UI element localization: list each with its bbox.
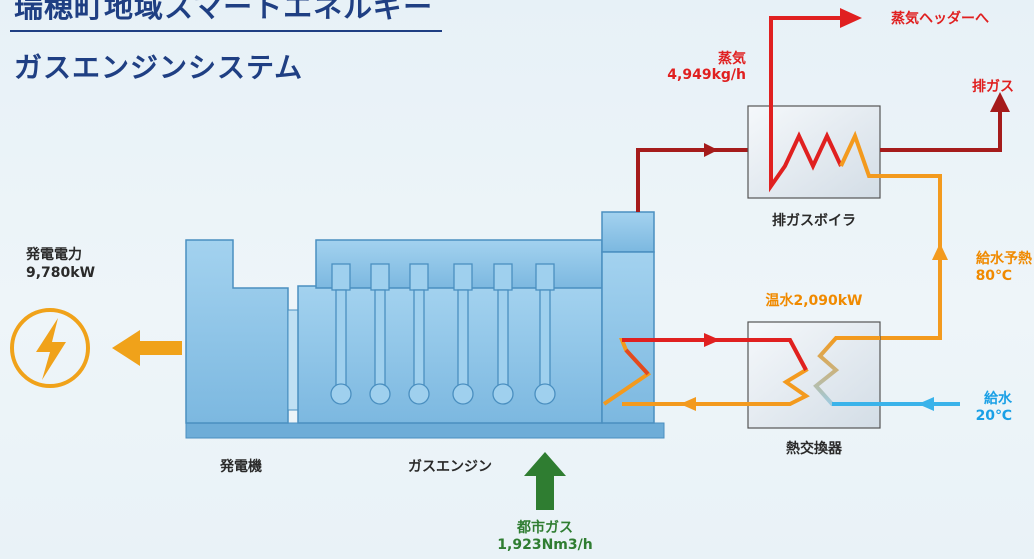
city-gas-value: 1,923Nm3/h xyxy=(497,537,593,553)
feedwater-label: 給水 xyxy=(984,391,1012,407)
hot-water-label: 温水2,090kW xyxy=(765,293,863,309)
feedwater-preheat-temp: 80℃ xyxy=(975,268,1012,284)
feedwater-preheat-pipe xyxy=(839,130,942,340)
feedwater-flow-arrow xyxy=(918,397,934,411)
feedwater-coil xyxy=(813,336,960,406)
exhaust-outlet-pipe xyxy=(880,92,1010,152)
hot-water-loop xyxy=(602,338,810,406)
power-output-arrow xyxy=(112,330,182,366)
return-water-flow-arrow xyxy=(680,397,696,411)
preheat-flow-arrow xyxy=(932,243,948,260)
steam-value: 4,949kg/h xyxy=(667,67,746,83)
power-output-label: 発電電力 xyxy=(26,247,82,263)
exhaust-gas-label: 排ガス xyxy=(972,79,1014,95)
title-divider xyxy=(10,30,442,32)
lightning-bolt-icon xyxy=(10,308,90,388)
generator-label: 発電機 xyxy=(220,459,262,475)
heat-exchanger-label: 熱交換器 xyxy=(786,441,842,457)
city-gas-arrow xyxy=(524,452,566,510)
steam-header-label: 蒸気ヘッダーへ xyxy=(891,11,989,27)
feedwater-preheat-label: 給水予熱 xyxy=(976,251,1032,267)
feedwater-temp: 20℃ xyxy=(975,408,1012,424)
city-gas-label: 都市ガス xyxy=(517,520,573,536)
gas-engine-label: ガスエンジン xyxy=(408,459,492,475)
engine-generator-unit xyxy=(185,211,665,439)
power-output-value: 9,780kW xyxy=(26,265,96,281)
hot-water-flow-arrow xyxy=(704,333,720,347)
page-title: 瑞穂町地域スマートエネルギー xyxy=(14,0,434,24)
page-subtitle: ガスエンジンシステム xyxy=(14,51,304,84)
exhaust-boiler-label: 排ガスボイラ xyxy=(772,213,856,229)
steam-label: 蒸気 xyxy=(718,51,746,67)
exhaust-flow-arrow xyxy=(704,143,718,157)
exhaust-gas-pipe xyxy=(636,148,748,212)
steam-pipe xyxy=(769,8,862,193)
